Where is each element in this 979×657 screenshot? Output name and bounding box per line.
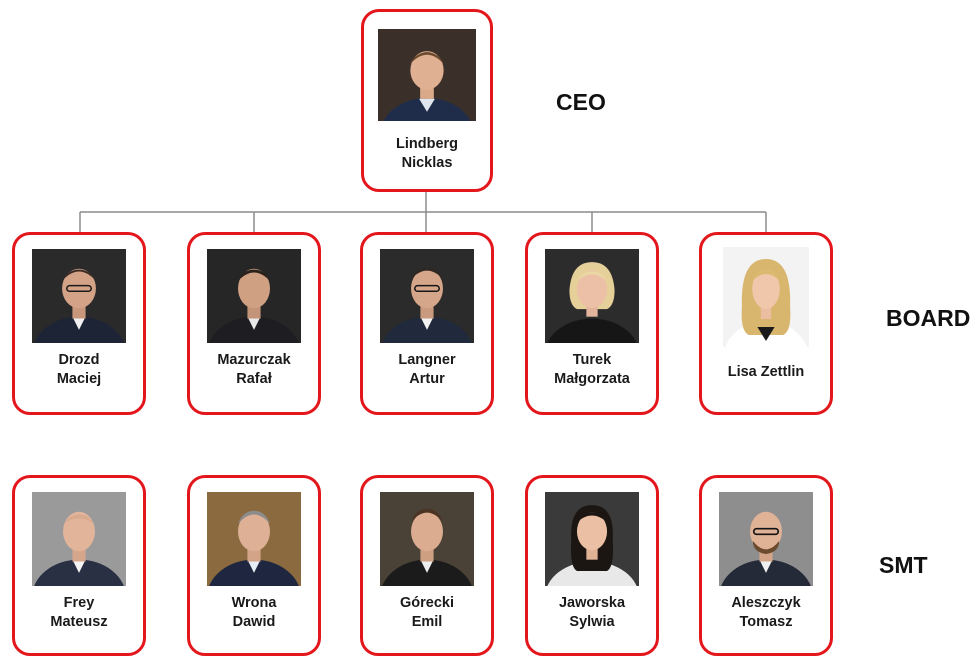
person-name: Aleszczyk Tomasz (702, 594, 830, 632)
board-card: Drozd Maciej (12, 232, 146, 415)
person-last-name: Górecki (400, 595, 454, 611)
smt-card: Górecki Emil (360, 475, 494, 656)
person-first-name: Artur (409, 371, 445, 387)
level-label-board: BOARD (886, 305, 971, 331)
person-last-name: Aleszczyk (731, 595, 801, 611)
person-last-name: Jaworska (558, 595, 626, 611)
level-label-ceo: CEO (556, 89, 606, 115)
profile-photo (545, 492, 639, 586)
person-name: Lindberg Nicklas (364, 135, 490, 173)
smt-card: Aleszczyk Tomasz (699, 475, 833, 656)
profile-photo (378, 29, 476, 121)
person-last-name: Wrona (231, 595, 277, 611)
person-last-name: Turek (572, 352, 612, 368)
person-last-name: Lindberg (395, 136, 459, 152)
person-first-name: Tomasz (739, 614, 793, 630)
person-last-name: Mazurczak (217, 352, 291, 368)
person-name: Drozd Maciej (15, 351, 143, 389)
person-last-name: Langner (398, 352, 456, 368)
profile-photo (545, 249, 639, 343)
person-first-name: Mateusz (50, 614, 108, 630)
profile-photo (719, 492, 813, 586)
person-last-name: Frey (63, 595, 95, 611)
person-first-name: Małgorzata (554, 371, 630, 387)
board-card: Turek Małgorzata (525, 232, 659, 415)
person-name: Frey Mateusz (15, 594, 143, 632)
smt-card: Wrona Dawid (187, 475, 321, 656)
person-full-name: Lisa Zettlin (727, 364, 805, 380)
person-name: Wrona Dawid (190, 594, 318, 632)
profile-photo (207, 249, 301, 343)
board-card: Mazurczak Rafał (187, 232, 321, 415)
person-name: Jaworska Sylwia (528, 594, 656, 632)
smt-card: Jaworska Sylwia (525, 475, 659, 656)
profile-photo (380, 249, 474, 343)
smt-card: Frey Mateusz (12, 475, 146, 656)
ceo-card: Lindberg Nicklas (361, 9, 493, 192)
person-name: Lisa Zettlin (702, 363, 830, 382)
profile-photo (723, 247, 809, 347)
person-last-name: Drozd (58, 352, 100, 368)
level-label-smt: SMT (879, 552, 928, 578)
person-first-name: Rafał (236, 371, 272, 387)
person-name: Mazurczak Rafał (190, 351, 318, 389)
person-first-name: Sylwia (569, 614, 615, 630)
person-first-name: Maciej (56, 371, 102, 387)
profile-photo (32, 492, 126, 586)
person-first-name: Dawid (232, 614, 276, 630)
board-card: Lisa Zettlin (699, 232, 833, 415)
profile-photo (207, 492, 301, 586)
board-card: Langner Artur (360, 232, 494, 415)
person-name: Turek Małgorzata (528, 351, 656, 389)
profile-photo (32, 249, 126, 343)
person-first-name: Nicklas (401, 155, 453, 171)
profile-photo (380, 492, 474, 586)
person-first-name: Emil (411, 614, 443, 630)
person-name: Langner Artur (363, 351, 491, 389)
person-name: Górecki Emil (363, 594, 491, 632)
